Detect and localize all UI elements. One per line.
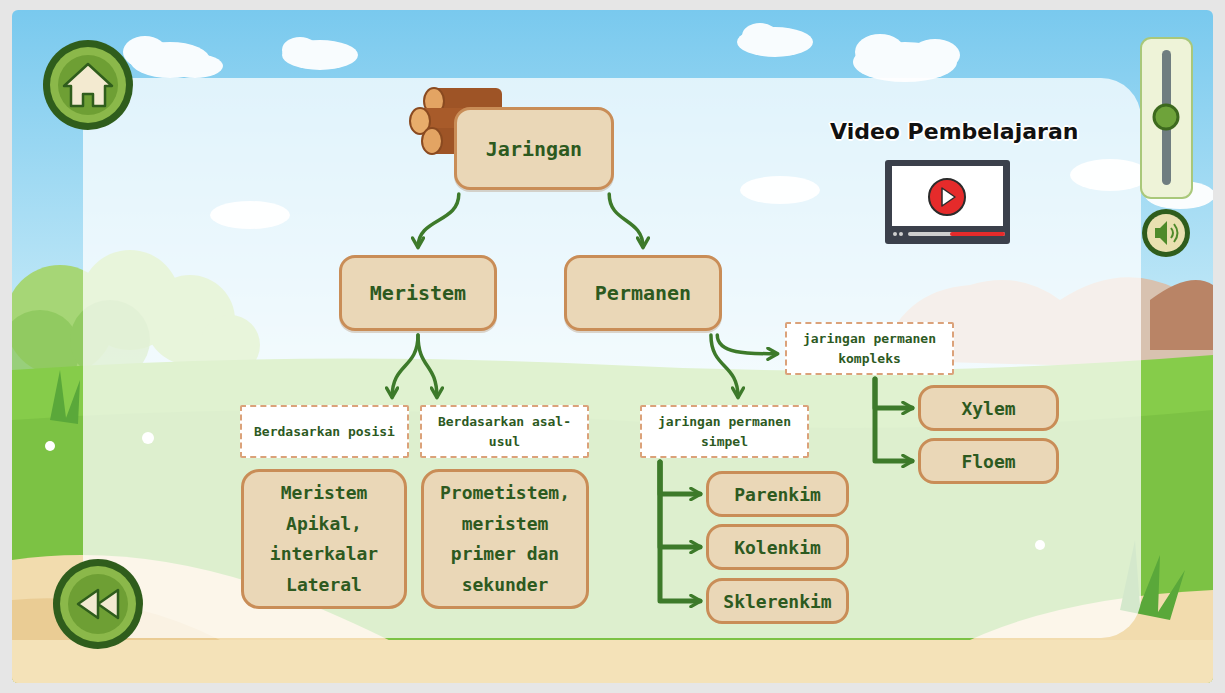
node-text: jaringan permanen simpel (648, 412, 801, 451)
category-box: Meristem (339, 255, 497, 331)
detail-box: Prometistem, meristem primer dan sekunde… (421, 469, 589, 609)
group-label-box: Berdasarkan posisi (240, 405, 409, 458)
category-box: Permanen (564, 255, 722, 331)
video-icon (885, 160, 1010, 244)
connector-arrow (711, 335, 738, 397)
connector-arrow (717, 335, 777, 354)
connector-arrow (875, 379, 912, 408)
connector-arrow (660, 462, 700, 547)
node-text: Meristem (370, 281, 466, 305)
node-text: Kolenkim (734, 537, 821, 558)
tissue-box: Xylem (918, 385, 1059, 431)
node-text: Floem (961, 451, 1015, 472)
connector-arrow (660, 462, 700, 601)
group-label-box: Berdasarkan asal-usul (420, 405, 589, 458)
node-text: Berdasarkan asal-usul (428, 412, 581, 451)
node-text: Berdasarkan posisi (254, 422, 395, 442)
home-button (43, 40, 133, 130)
node-text: Meristem Apikal, interkalar Lateral (252, 478, 396, 600)
node-text: Xylem (961, 398, 1015, 419)
node-text: Prometistem, meristem primer dan sekunde… (432, 478, 578, 600)
connector-arrow (660, 462, 700, 494)
group-label-box: jaringan permanen simpel (640, 405, 809, 458)
root-box: Jaringan (454, 107, 614, 190)
connector-arrow (609, 194, 643, 247)
tissue-box: Kolenkim (706, 524, 849, 570)
sound-button (1142, 209, 1190, 257)
connector-arrow (392, 335, 418, 397)
volume-slider (1141, 38, 1192, 198)
detail-box: Meristem Apikal, interkalar Lateral (241, 469, 407, 609)
group-label-box: jaringan permanen kompleks (785, 322, 954, 375)
node-text: Sklerenkim (723, 591, 831, 612)
tissue-box: Sklerenkim (706, 578, 849, 624)
back-button (53, 559, 143, 649)
node-text: jaringan permanen kompleks (793, 329, 946, 368)
node-text: Parenkim (734, 484, 821, 505)
tissue-box: Floem (918, 438, 1059, 484)
node-text: Jaringan (486, 137, 582, 161)
connector-arrow (418, 194, 459, 247)
tissue-box: Parenkim (706, 471, 849, 517)
video-heading: Video Pembelajaran (830, 119, 1078, 144)
connector-arrow (418, 335, 437, 397)
connector-arrow (875, 379, 912, 461)
node-text: Permanen (595, 281, 691, 305)
